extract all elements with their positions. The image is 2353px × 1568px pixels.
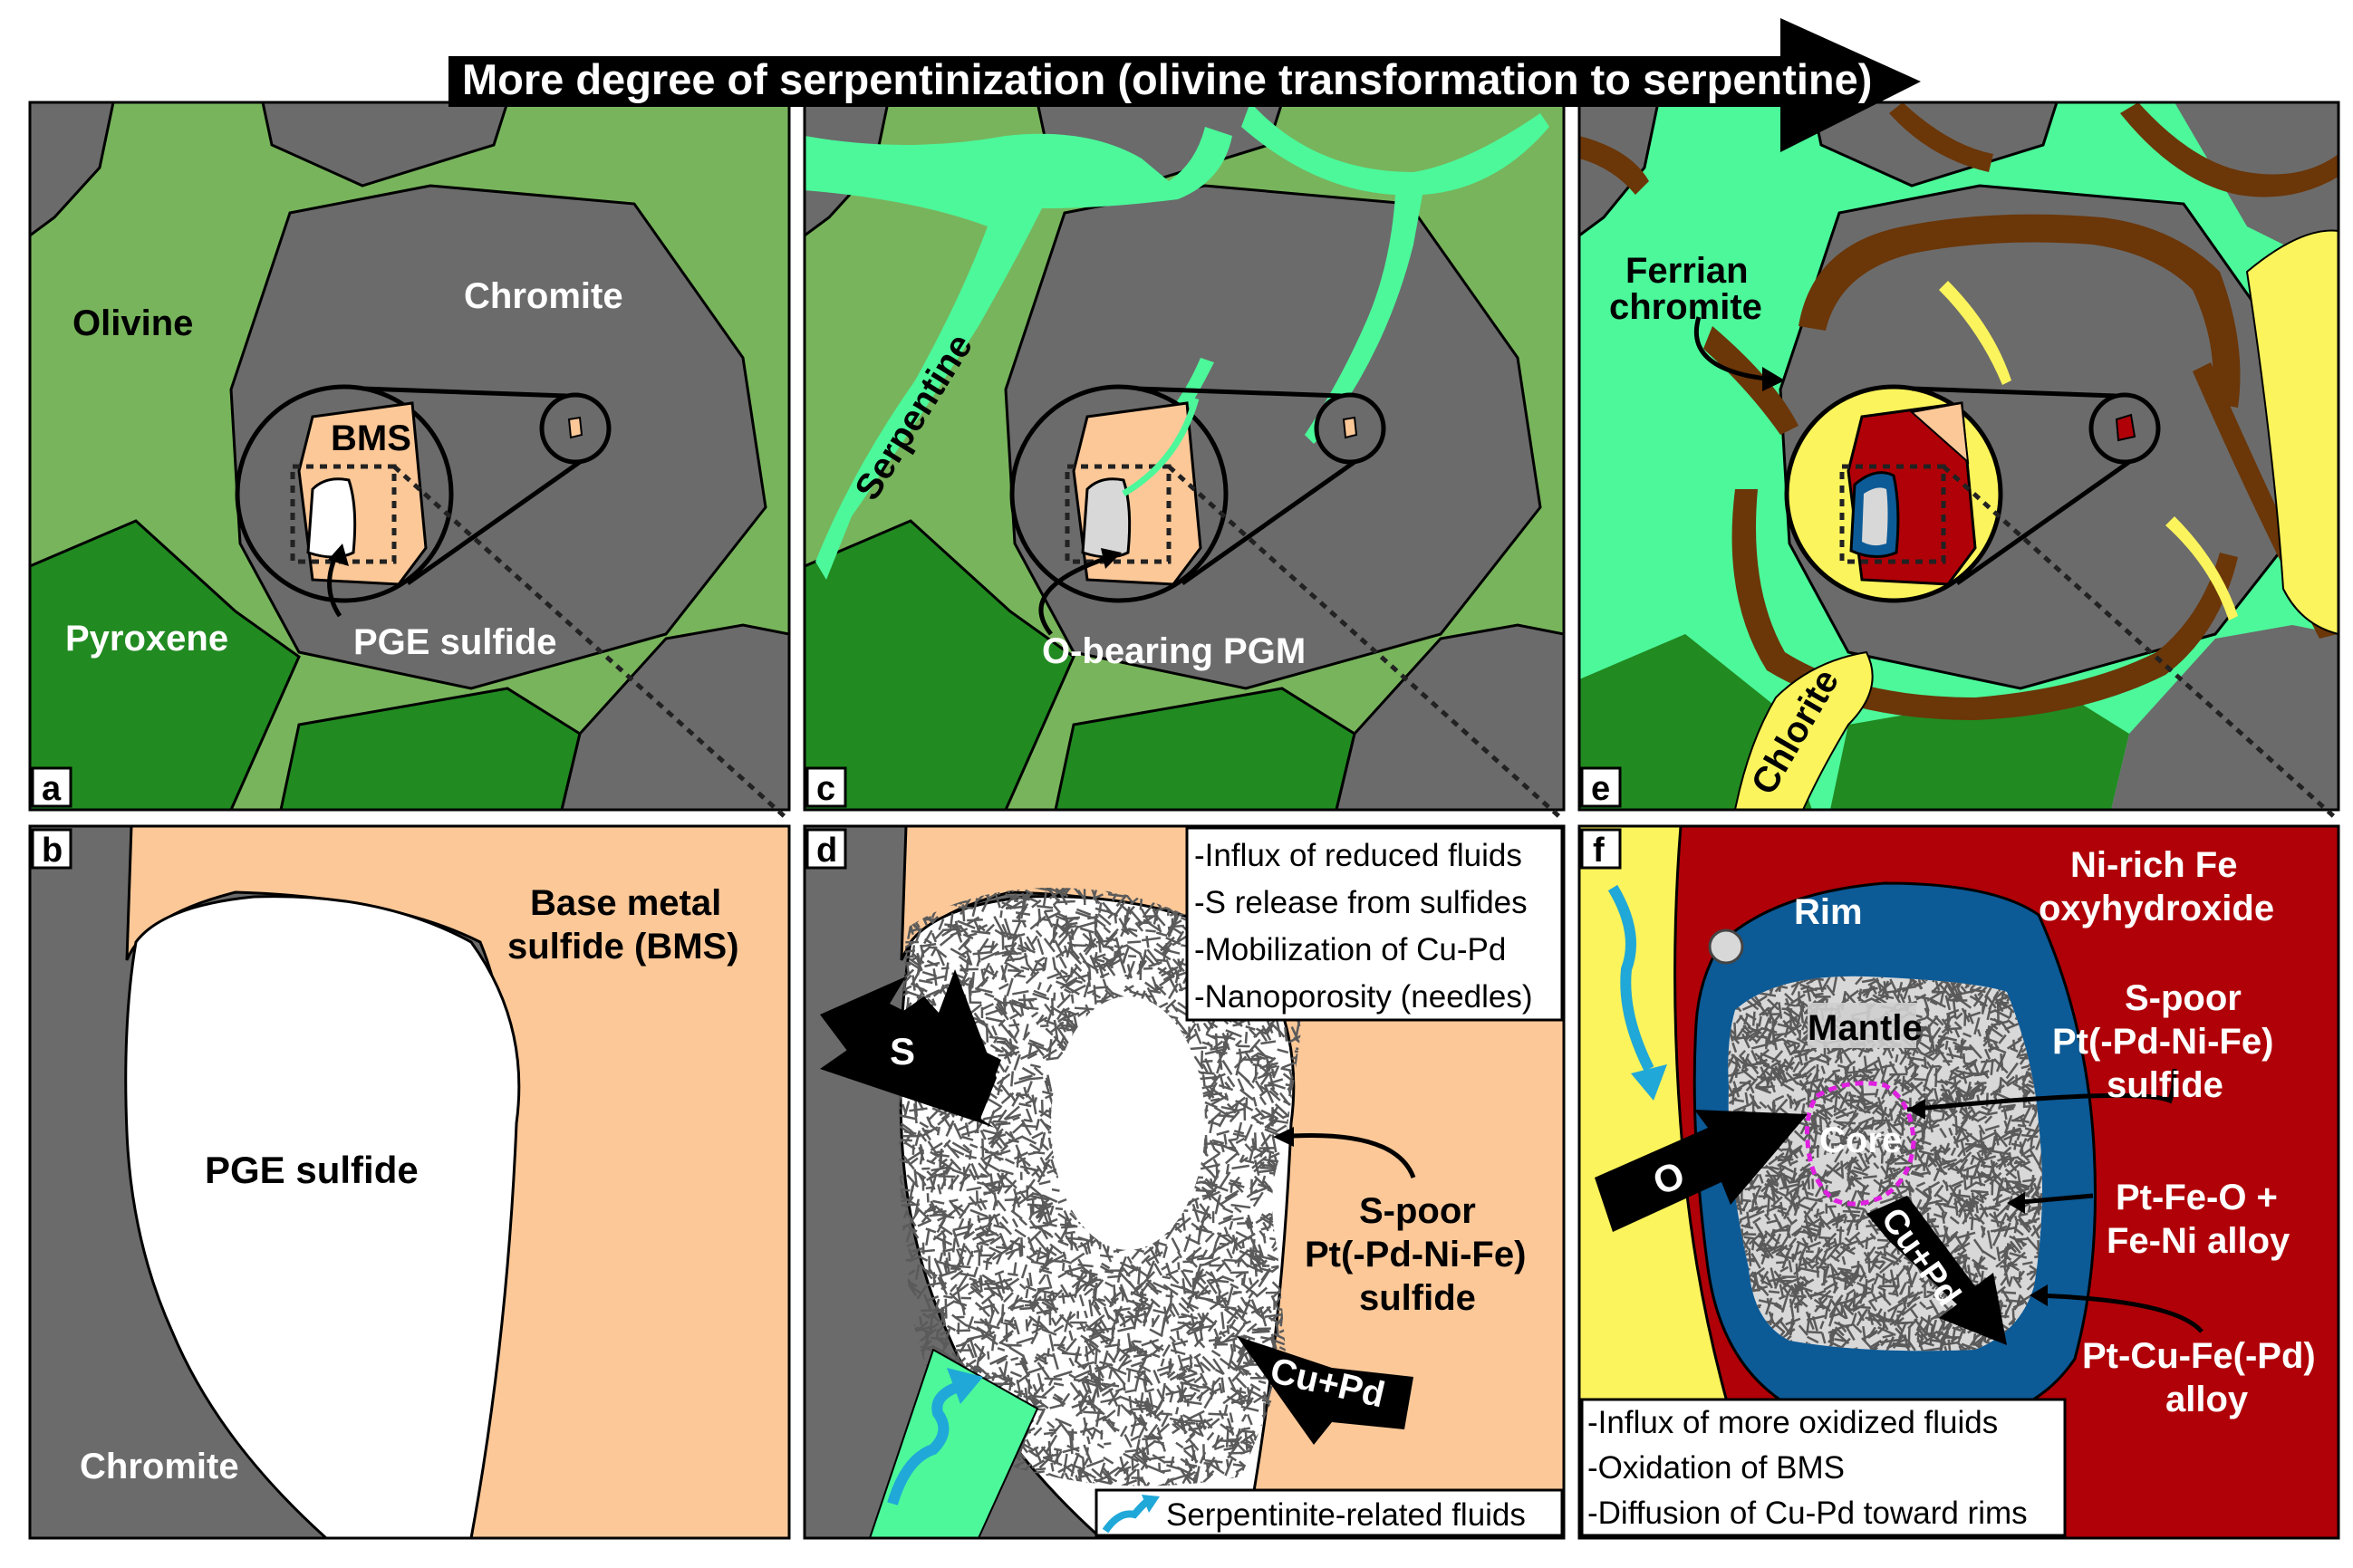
label-bms-b-1: Base metal xyxy=(530,883,721,923)
panel-letter-c: c xyxy=(816,770,835,808)
label-spoor-f-1: S-poor xyxy=(2125,978,2242,1018)
s-arrow: S xyxy=(820,969,1001,1128)
panel-b xyxy=(30,826,789,1538)
note-d-2: -S release from sulfides xyxy=(1194,885,1528,920)
label-spoor-f-2: Pt(-Pd-Ni-Fe) xyxy=(2052,1022,2273,1062)
chromite-bottom-right xyxy=(560,623,789,810)
panel-letter-a: a xyxy=(42,770,62,808)
panel-e xyxy=(1579,102,2339,810)
label-olivine: Olivine xyxy=(72,303,193,343)
core-boundary xyxy=(1805,1081,1916,1207)
o-arrow: O xyxy=(1595,1110,1808,1232)
label-spoor-d-2: Pt(-Pd-Ni-Fe) xyxy=(1305,1235,1526,1275)
chromite-top xyxy=(261,102,509,188)
notes-box-f xyxy=(1580,1398,2067,1537)
legend-label-fluids: Serpentinite-related fluids xyxy=(1166,1497,1526,1533)
panel-letter-d: d xyxy=(816,832,837,870)
chlorite-area xyxy=(1733,650,1874,810)
note-d-4: -Nanoporosity (needles) xyxy=(1194,979,1533,1015)
label-nirich-2: oxyhydroxide xyxy=(2039,889,2274,928)
panel-a xyxy=(30,102,789,810)
label-pyroxene: Pyroxene xyxy=(65,619,228,659)
panel-letter-b: b xyxy=(42,832,63,870)
chromite-top-left xyxy=(30,102,115,237)
panel-letter-e: e xyxy=(1591,770,1610,808)
label-ferrian-1: Ferrian xyxy=(1625,251,1749,291)
note-f-3: -Diffusion of Cu-Pd toward rims xyxy=(1587,1496,2028,1531)
note-d-3: -Mobilization of Cu-Pd xyxy=(1194,932,1506,967)
label-o-bearing-pgm: O-bearing PGM xyxy=(1042,631,1306,671)
note-f-1: -Influx of more oxidized fluids xyxy=(1587,1405,1998,1440)
panel-c xyxy=(805,102,1564,810)
label-bms-a: BMS xyxy=(331,418,411,458)
label-ferrian-2: chromite xyxy=(1609,287,1762,327)
serpentine-vein-c xyxy=(805,127,1232,580)
panel-letter-f: f xyxy=(1593,832,1605,870)
label-rim: Rim xyxy=(1794,892,1863,932)
label-core: Core xyxy=(1819,1121,1902,1160)
label-ptcufe-2: alloy xyxy=(2165,1380,2249,1419)
connector-c-d xyxy=(1167,465,1565,822)
label-mantle: Mantle xyxy=(1808,1008,1923,1048)
connector-e-f xyxy=(1942,465,2339,822)
label-nirich-1: Ni-rich Fe xyxy=(2070,845,2237,885)
s-arrow-label: S xyxy=(890,1030,915,1073)
pyroxene-left xyxy=(30,519,301,810)
label-ptfeo-1: Pt-Fe-O + xyxy=(2116,1178,2278,1217)
pge-sulfide-grain xyxy=(306,477,357,559)
serpentine-fluid-stripe xyxy=(868,1348,1039,1538)
label-spoor-d-3: sulfide xyxy=(1359,1278,1476,1318)
notes-box-d xyxy=(1185,826,1564,1022)
note-f-2: -Oxidation of BMS xyxy=(1587,1450,1845,1486)
connector-a-b xyxy=(392,465,790,822)
label-pge-sulfide-b: PGE sulfide xyxy=(205,1149,419,1191)
note-d-1: -Influx of reduced fluids xyxy=(1194,838,1522,873)
label-spoor-d-1: S-poor xyxy=(1359,1191,1476,1231)
label-bms-b-2: sulfide (BMS) xyxy=(507,927,739,967)
label-ptcufe-1: Pt-Cu-Fe(-Pd) xyxy=(2082,1336,2316,1376)
label-spoor-f-3: sulfide xyxy=(2107,1065,2223,1105)
label-pge-sulfide-a: PGE sulfide xyxy=(353,622,557,662)
label-ptfeo-2: Fe-Ni alloy xyxy=(2107,1221,2290,1261)
banner-text: More degree of serpentinization (olivine… xyxy=(462,55,1872,103)
label-chromite-b: Chromite xyxy=(80,1447,239,1486)
pge-sulfide-b xyxy=(124,895,521,1538)
label-chromite-a: Chromite xyxy=(464,276,623,316)
legend-box-d xyxy=(1095,1488,1564,1537)
banner-arrow xyxy=(448,18,1921,152)
